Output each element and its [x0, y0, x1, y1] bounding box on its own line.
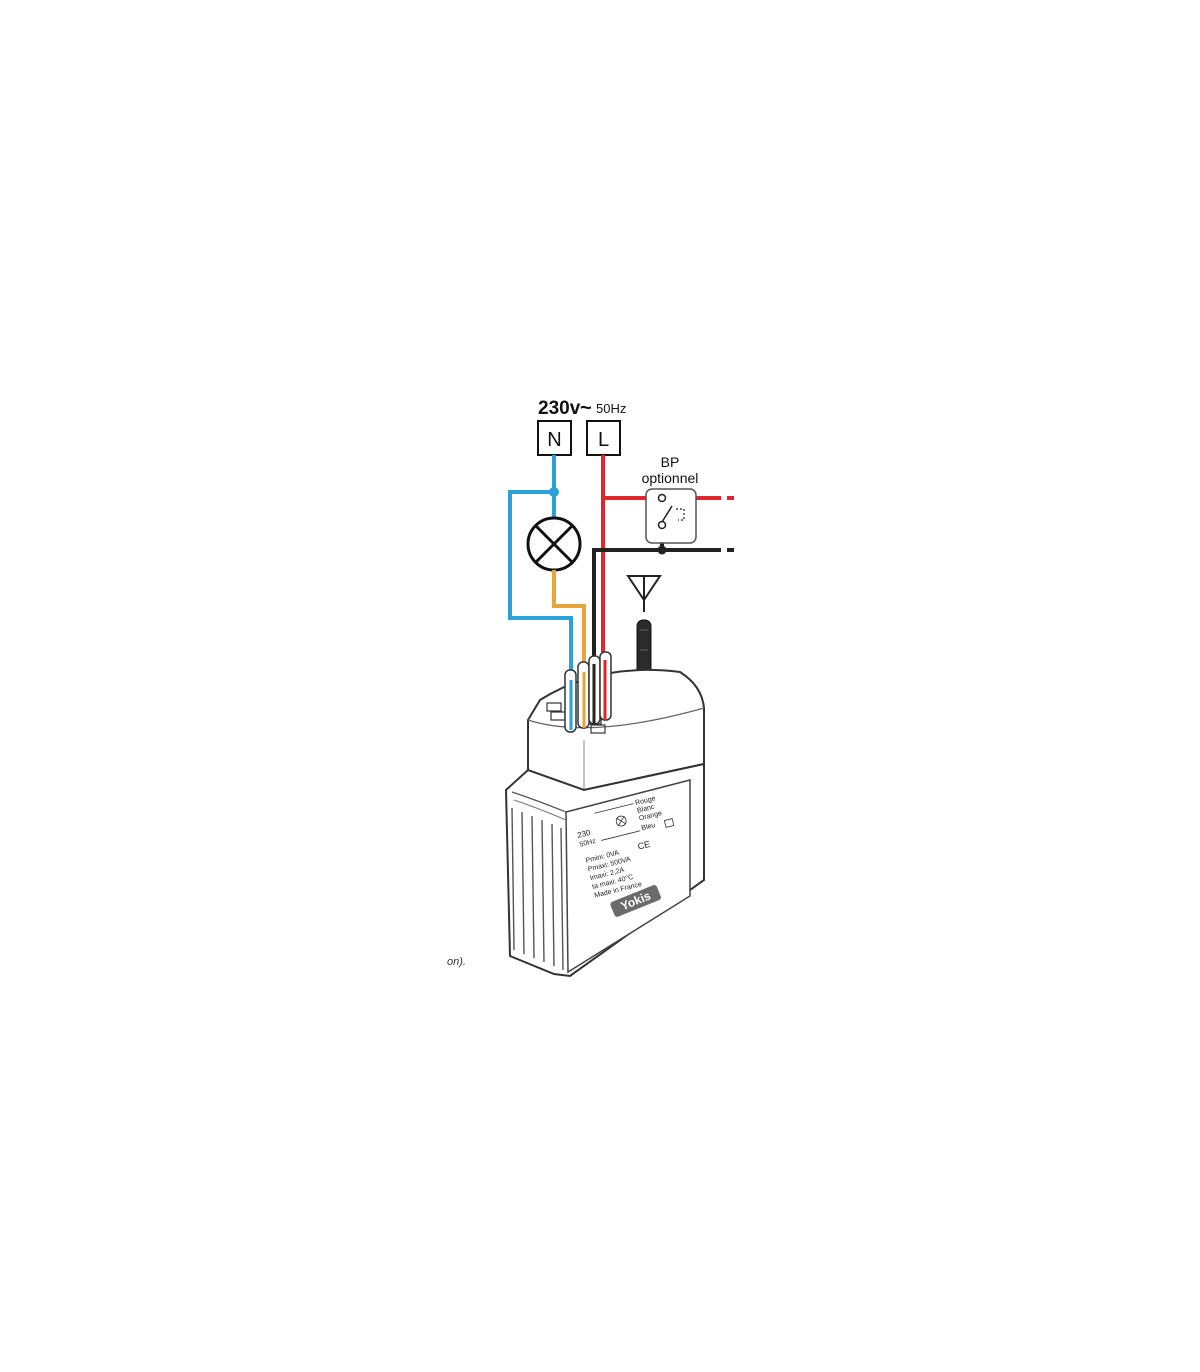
footnote-fragment: on).	[447, 956, 466, 968]
pushbutton-label-line1: BP	[661, 454, 680, 470]
supply-header: 230v ~ 50Hz	[538, 397, 626, 419]
pushbutton-label-line2: optionnel	[642, 470, 699, 486]
pushbutton-icon	[645, 488, 697, 544]
lamp-icon	[526, 516, 582, 572]
legend-4: Bleu	[641, 822, 656, 832]
module-label: 230 50Hz Rouge Blanc Orange Bleu Pmini: …	[576, 795, 675, 900]
module-rating-1: 230	[576, 828, 592, 840]
module-rating-2: 50Hz	[579, 838, 597, 849]
live-label: L	[598, 429, 609, 451]
legend-1: Rouge	[635, 795, 657, 807]
micro-module: 230 50Hz Rouge Blanc Orange Bleu Pmini: …	[504, 651, 705, 978]
supply-voltage: 230v	[538, 398, 581, 419]
neutral-label: N	[547, 429, 561, 451]
live-terminal: L	[586, 420, 621, 456]
supply-tilde: ~	[580, 397, 592, 419]
supply-frequency: 50Hz	[596, 401, 626, 416]
legend-2: Blanc	[636, 804, 655, 815]
neutral-terminal: N	[537, 420, 572, 456]
ce-mark: CE	[637, 839, 652, 852]
